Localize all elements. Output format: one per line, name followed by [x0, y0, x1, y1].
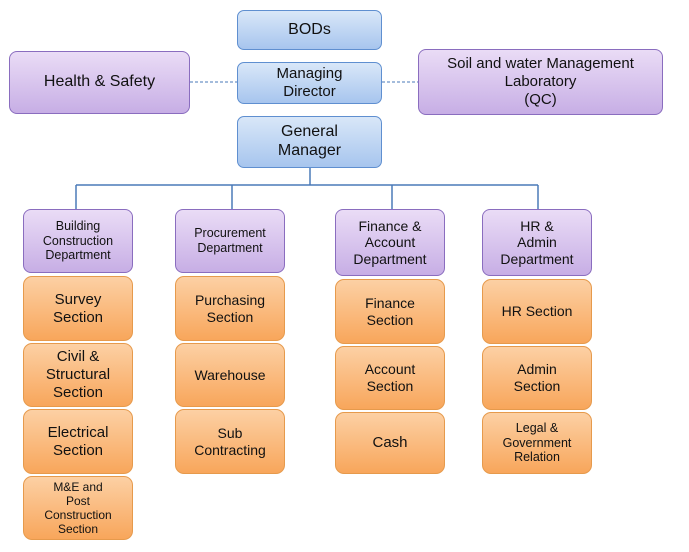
- lab-qc-box: Soil and water Management Laboratory (QC…: [418, 49, 663, 115]
- dept-finance-account: Finance & Account Department: [335, 209, 445, 276]
- dept-building-construction: Building Construction Department: [23, 209, 133, 273]
- managing-director-box: Managing Director: [237, 62, 382, 104]
- general-manager-box: General Manager: [237, 116, 382, 168]
- dept-hr-admin: HR & Admin Department: [482, 209, 592, 276]
- dept-procurement: Procurement Department: [175, 209, 285, 273]
- section-electrical: Electrical Section: [23, 409, 133, 474]
- section-sub-contracting: Sub Contracting: [175, 409, 285, 474]
- section-legal-government: Legal & Government Relation: [482, 412, 592, 474]
- section-finance: Finance Section: [335, 279, 445, 344]
- section-admin: Admin Section: [482, 346, 592, 410]
- section-purchasing: Purchasing Section: [175, 276, 285, 341]
- bods-box: BODs: [237, 10, 382, 50]
- section-warehouse: Warehouse: [175, 343, 285, 407]
- section-civil-structural: Civil & Structural Section: [23, 343, 133, 407]
- section-me-post-construction: M&E and Post Construction Section: [23, 476, 133, 540]
- section-cash: Cash: [335, 412, 445, 474]
- health-safety-box: Health & Safety: [9, 51, 190, 114]
- section-hr: HR Section: [482, 279, 592, 344]
- section-account: Account Section: [335, 346, 445, 410]
- section-survey: Survey Section: [23, 276, 133, 341]
